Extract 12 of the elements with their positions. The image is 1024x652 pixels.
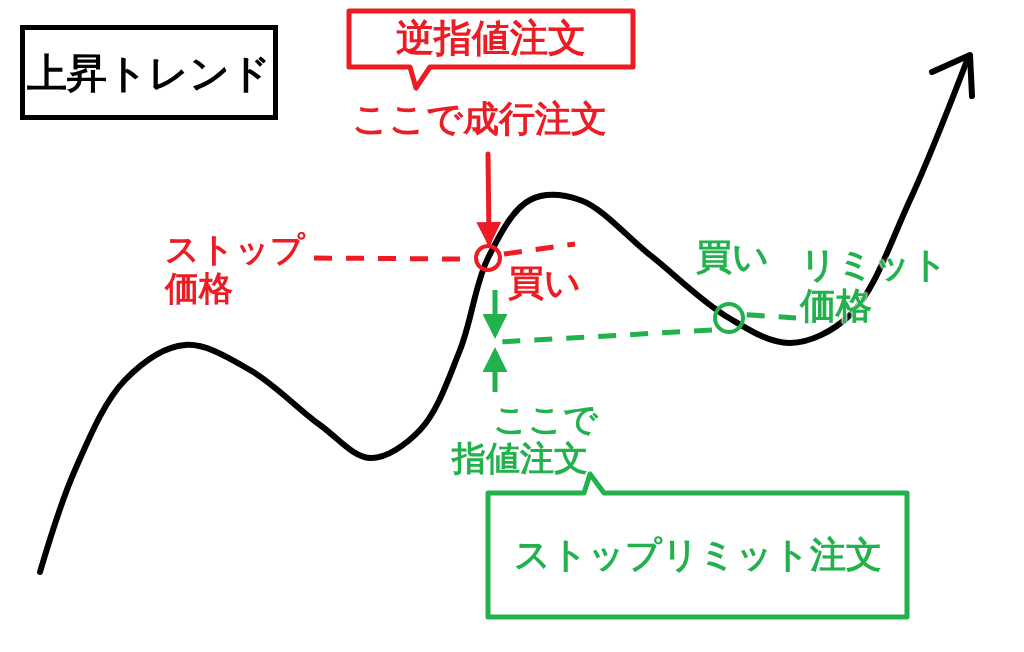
- annotation-text: ストップ価格: [165, 230, 310, 322]
- annotation-text: ここで指値注文: [452, 400, 612, 490]
- annotation-text: 買い: [696, 236, 781, 284]
- callout-text: ストップリミット注文: [513, 534, 882, 576]
- leader-line: [746, 312, 797, 321]
- annotation-text: 買い: [508, 262, 593, 312]
- annotation-text: ここで成行注文: [352, 98, 642, 150]
- title-text: 上昇トレンド: [27, 49, 271, 96]
- callout-text: 逆指値注文: [396, 17, 586, 61]
- marker-circle: [474, 244, 502, 272]
- marker-circle: [713, 302, 745, 334]
- title-box: [20, 25, 278, 120]
